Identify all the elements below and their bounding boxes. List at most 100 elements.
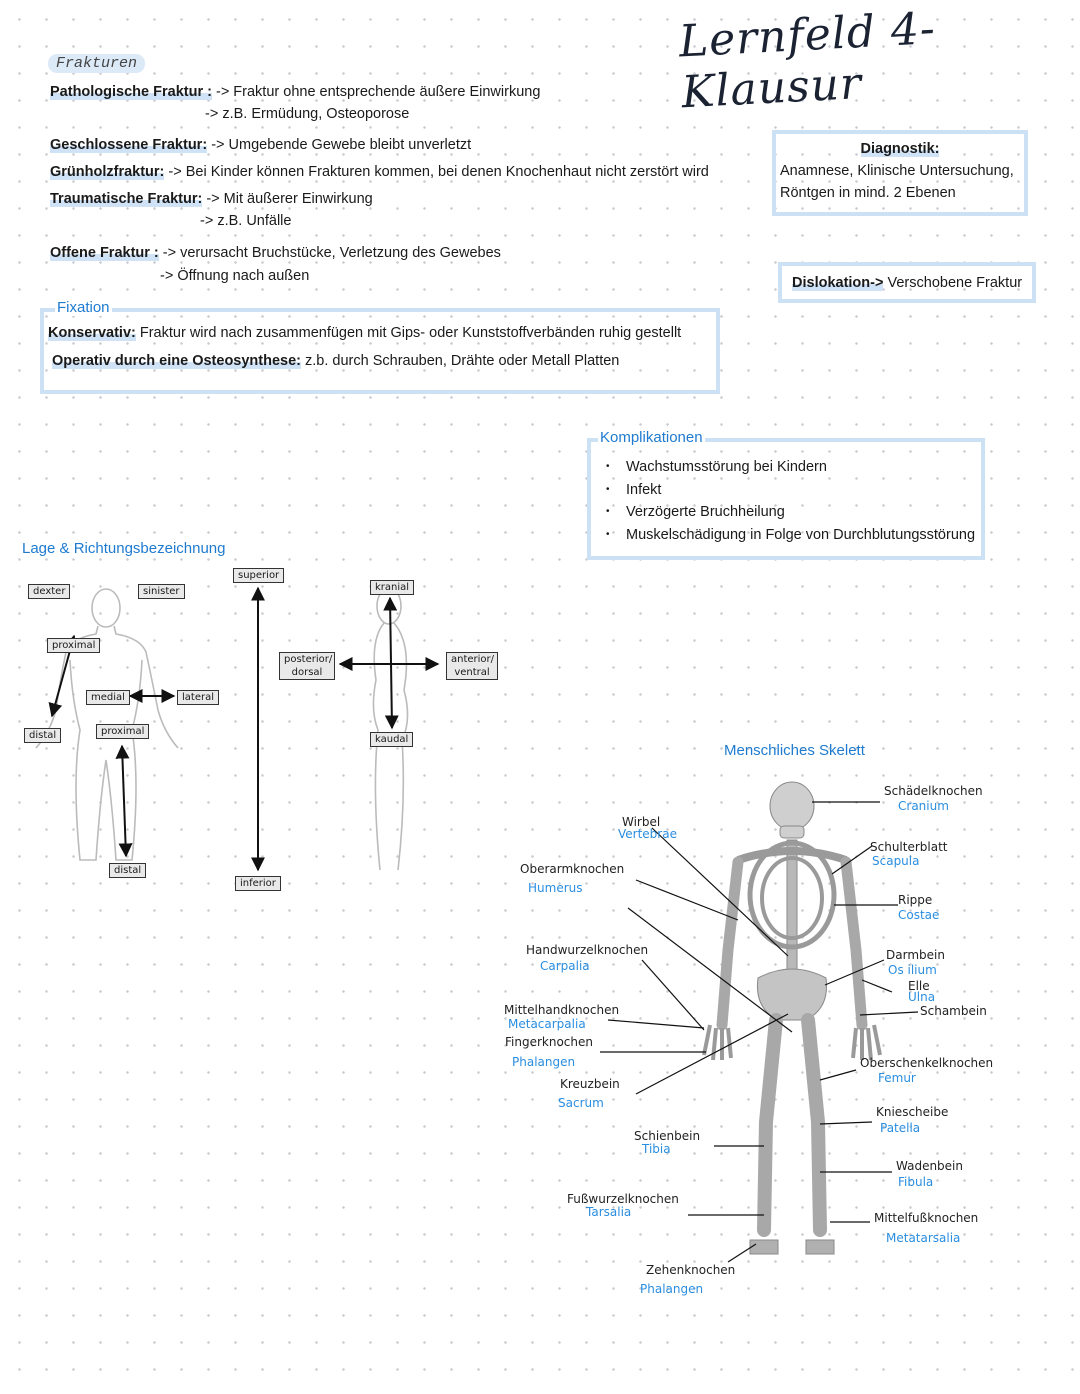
label-distal-arm: distal <box>24 728 62 743</box>
fraktur-geschlossen: Geschlossene Fraktur: -> Umgebende Geweb… <box>50 135 471 155</box>
fixation-heading: Fixation <box>55 299 112 316</box>
skelett-label-de: Zehenknochen <box>646 1263 736 1277</box>
diagnostik-line: Röntgen in mind. 2 Ebenen <box>780 185 956 201</box>
label-dexter: dexter <box>28 584 71 599</box>
skelett-label-la: Ulna <box>908 990 936 1004</box>
komplikationen-box <box>587 438 985 560</box>
fixation-box <box>40 308 720 394</box>
lage-heading: Lage & Richtungsbezeichnung <box>22 540 226 557</box>
fixation-text: z.b. durch Schrauben, Drähte oder Metall… <box>305 353 620 369</box>
fixation-konservativ: Konservativ: Fraktur wird nach zusammenf… <box>48 323 681 343</box>
skeleton-diagram <box>600 781 919 1263</box>
frakturen-heading: Frakturen <box>48 54 146 73</box>
skelett-label-la: Femur <box>878 1071 916 1085</box>
label-posterior-dorsal: posterior/ dorsal <box>279 652 335 680</box>
skelett-label-de: Fingerknochen <box>505 1035 593 1049</box>
skelett-label-de: Kniescheibe <box>876 1105 949 1119</box>
diagnostik-box <box>772 130 1028 216</box>
fraktur-text: -> z.B. Ermüdung, Osteoporose <box>205 106 410 122</box>
skelett-label-de: Kreuzbein <box>560 1077 620 1091</box>
skelett-label-la: Sacrum <box>558 1096 604 1110</box>
label-anterior-ventral: anterior/ ventral <box>446 652 498 680</box>
label-superior: superior <box>233 568 285 583</box>
fixation-term: Operativ durch eine Osteosynthese: <box>52 353 301 369</box>
label-inferior: inferior <box>235 876 281 891</box>
skelett-label-de: Wirbel <box>622 815 661 829</box>
list-item: Wachstumsstörung bei Kindern <box>600 456 975 479</box>
fraktur-term: Geschlossene Fraktur: <box>50 137 208 153</box>
skelett-label-de: Elle <box>908 979 930 993</box>
fraktur-term: Traumatische Fraktur: <box>50 191 203 207</box>
komplikationen-heading: Komplikationen <box>598 429 705 446</box>
page-title: Lernfeld 4- Klausur <box>677 3 937 119</box>
fraktur-text: -> Öffnung nach außen <box>160 268 310 284</box>
skelett-label-la: Os ilium <box>888 963 937 977</box>
skelett-label-de: Mittelhandknochen <box>504 1003 620 1017</box>
skeleton-figure <box>702 781 882 1255</box>
leader-lines <box>600 801 919 1263</box>
diagnostik-line: Anamnese, Klinische Untersuchung, <box>780 163 1014 179</box>
list-item: Infekt <box>600 479 975 502</box>
skelett-label-de: Schädelknochen <box>884 784 983 798</box>
skelett-label-de: Fußwurzelknochen <box>567 1192 679 1206</box>
fraktur-gruenholz: Grünholzfraktur: -> Bei Kinder können Fr… <box>50 162 709 182</box>
fixation-operativ: Operativ durch eine Osteosynthese: z.b. … <box>52 351 619 371</box>
skelett-label-la: Scapula <box>872 854 920 868</box>
skelett-label-de: Schambein <box>920 1004 987 1018</box>
skelett-label-la: Metatarsalia <box>886 1231 961 1245</box>
fixation-term: Konservativ: <box>48 325 136 341</box>
fraktur-offen: Offene Fraktur : -> verursacht Bruchstüc… <box>50 243 501 263</box>
label-kaudal: kaudal <box>370 732 414 747</box>
skelett-label-la: Cranium <box>898 799 949 813</box>
skelett-label-de: Oberarmknochen <box>520 862 625 876</box>
skelett-label-la: Fibula <box>898 1175 934 1189</box>
dislokation-box <box>778 262 1036 303</box>
skelett-label-la: Phalangen <box>512 1055 576 1069</box>
list-item: Muskelschädigung in Folge von Durchblutu… <box>600 524 975 547</box>
fraktur-traumatisch: Traumatische Fraktur: -> Mit äußerer Ein… <box>50 189 373 209</box>
skelett-label-de: Mittelfußknochen <box>874 1211 979 1225</box>
skelett-label-la: Phalangen <box>640 1282 704 1296</box>
fraktur-text: -> verursacht Bruchstücke, Verletzung de… <box>162 245 501 261</box>
diagnostik-heading: Diagnostik: <box>860 141 940 157</box>
skelett-label-de: Schulterblatt <box>870 840 948 854</box>
label-proximal-leg: proximal <box>96 724 150 739</box>
skelett-label-de: Schienbein <box>634 1129 701 1143</box>
fraktur-term: Grünholzfraktur: <box>50 164 165 180</box>
dislokation-term: Dislokation-> <box>792 275 884 291</box>
skelett-label-la: Carpalia <box>540 959 590 973</box>
fraktur-text: -> z.B. Unfälle <box>200 213 292 229</box>
fraktur-text: -> Bei Kinder können Frakturen kommen, b… <box>168 164 709 180</box>
skelett-label-de: Handwurzelknochen <box>526 943 649 957</box>
label-lateral: lateral <box>177 690 219 705</box>
skelett-label-de: Wadenbein <box>896 1159 963 1173</box>
skelett-label-la: Metacarpalia <box>508 1017 586 1031</box>
skelett-label-la: Humerus <box>528 881 583 895</box>
skelett-heading: Menschliches Skelett <box>724 742 865 759</box>
skelett-label-la: Costae <box>898 908 940 922</box>
dislokation: Dislokation-> Verschobene Fraktur <box>792 273 1022 293</box>
skelett-label-de: Darmbein <box>886 948 945 962</box>
fraktur-term: Pathologische Fraktur : <box>50 84 212 100</box>
skelett-label-la: Tarsalia <box>586 1205 632 1219</box>
label-distal-leg: distal <box>109 863 147 878</box>
label-kranial: kranial <box>370 580 415 595</box>
diagnostik-heading-wrap: Diagnostik: <box>780 139 1020 159</box>
label-proximal-arm: proximal <box>47 638 101 653</box>
dislokation-text: Verschobene Fraktur <box>887 275 1023 291</box>
skelett-label-la: Tibia <box>642 1142 671 1156</box>
skelett-label-de: Oberschenkelknochen <box>860 1056 994 1070</box>
fraktur-term: Offene Fraktur : <box>50 245 159 261</box>
fixation-text: Fraktur wird nach zusammenfügen mit Gips… <box>139 325 682 341</box>
skelett-label-de: Rippe <box>898 893 933 907</box>
fraktur-text: -> Umgebende Gewebe bleibt unverletzt <box>211 137 472 153</box>
skelett-label-la: Vertebrae <box>618 827 677 841</box>
fraktur-text: -> Mit äußerer Einwirkung <box>206 191 373 207</box>
fraktur-pathologisch: Pathologische Fraktur : -> Fraktur ohne … <box>50 82 540 102</box>
komplikationen-list: Wachstumsstörung bei Kindern Infekt Verz… <box>600 456 975 546</box>
skelett-label-la: Patella <box>880 1121 921 1135</box>
lage-diagram <box>35 586 440 872</box>
label-medial: medial <box>86 690 130 705</box>
fraktur-text: -> Fraktur ohne entsprechende äußere Ein… <box>215 84 541 100</box>
list-item: Verzögerte Bruchheilung <box>600 501 975 524</box>
